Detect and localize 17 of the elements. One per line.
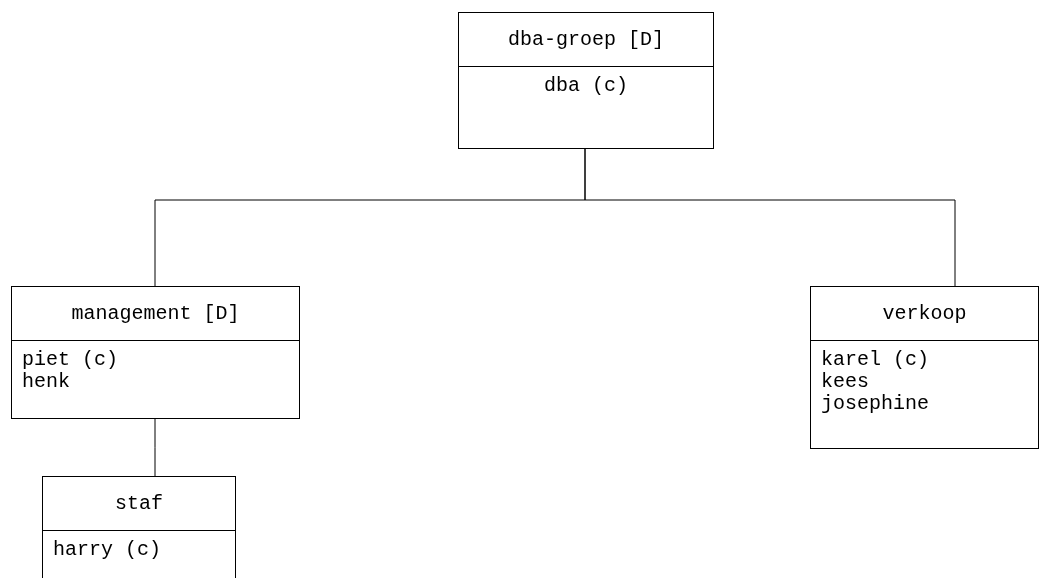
record-box	[11, 286, 300, 419]
connector-line	[154, 418, 156, 477]
member-name: karel (c)	[821, 349, 930, 371]
member-name: kees	[821, 371, 869, 393]
group-name: verkoop	[882, 302, 967, 325]
record-box	[42, 476, 236, 578]
member-name: piet (c)	[22, 349, 118, 371]
member-name: henk	[22, 371, 70, 393]
member-name: dba (c)	[544, 75, 628, 97]
group-name: management [D]	[71, 302, 240, 325]
group-name: dba-groep [D]	[508, 28, 664, 51]
connector-line	[584, 148, 956, 287]
member-name: josephine	[821, 393, 930, 415]
member-name: harry (c)	[53, 539, 162, 561]
record-box	[810, 286, 1039, 449]
record-box	[458, 12, 714, 149]
group-name: staf	[115, 492, 163, 515]
